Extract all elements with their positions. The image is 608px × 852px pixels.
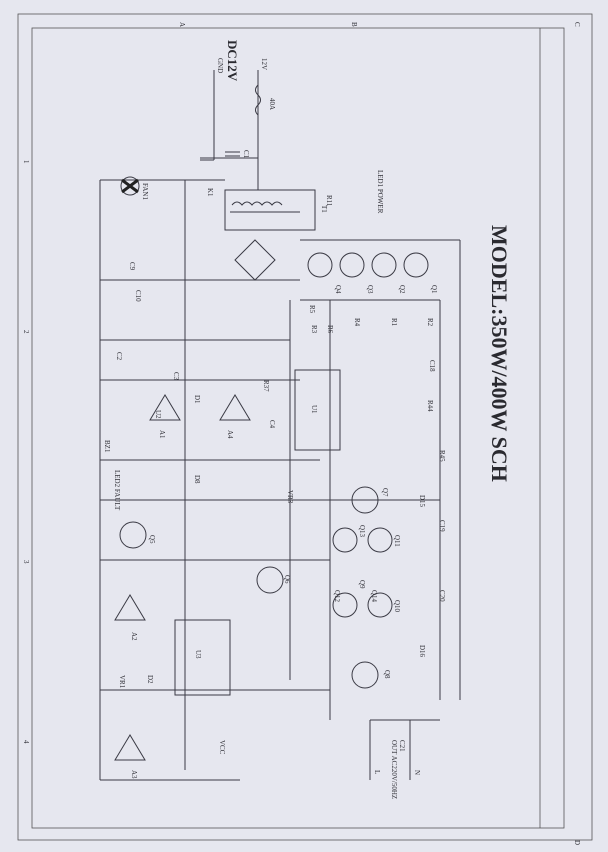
r11-label: R11 <box>325 195 333 207</box>
r6-label: R6 <box>326 325 334 334</box>
c1-label: C1 <box>242 150 250 159</box>
mosfet-bank <box>300 239 461 700</box>
fan-icon <box>120 176 140 196</box>
fan-label: FAN1 <box>141 183 149 200</box>
c10-label: C10 <box>134 290 142 302</box>
q6-label: Q6 <box>283 575 291 584</box>
0-label: 1 <box>22 160 30 164</box>
q11-label: Q11 <box>393 535 401 547</box>
d1-label: D1 <box>193 395 201 404</box>
q3-label: Q3 <box>366 285 374 294</box>
pos-terminal-label: 12V <box>260 58 268 70</box>
transistors <box>119 486 393 689</box>
vr3-label: VR3 <box>286 490 294 504</box>
q10-label: Q10 <box>393 600 401 613</box>
r2-label: R2 <box>426 318 434 327</box>
c20-label: C20 <box>438 590 446 602</box>
transformer-label: T1 <box>320 205 328 213</box>
q12-label: Q12 <box>333 590 341 603</box>
1-label: 2 <box>22 330 30 334</box>
c3-label: C3 <box>172 372 180 381</box>
c19-label: C19 <box>438 520 446 532</box>
ic-u3 <box>174 619 231 696</box>
ic-u1 <box>294 369 341 451</box>
switch-label: K1 <box>206 188 214 197</box>
outer-border <box>17 13 593 841</box>
c18-label: C18 <box>428 360 436 372</box>
q5-label: Q5 <box>148 535 156 544</box>
1-label: B <box>350 22 358 27</box>
terminal-l-label: L <box>373 770 381 774</box>
neg-terminal-label: GND <box>216 58 224 73</box>
q7-label: Q7 <box>381 488 389 497</box>
q9-label: Q9 <box>358 580 366 589</box>
u2-label: U2 <box>154 410 162 419</box>
bz-label: BZ1 <box>103 440 111 453</box>
transformer-t1 <box>224 189 316 231</box>
power-input <box>200 70 261 190</box>
q2-label: Q2 <box>398 285 406 294</box>
u3-label: U3 <box>194 650 202 659</box>
r1-label: R1 <box>390 318 398 327</box>
q1-label: Q1 <box>430 285 438 294</box>
c9-label: C9 <box>128 262 136 271</box>
r44-label: R44 <box>426 400 434 412</box>
q13-label: Q13 <box>358 525 366 538</box>
led1-label: LED1 POWER <box>376 170 384 214</box>
r37-label: R37 <box>262 380 270 392</box>
label-label: OUT AC220V/50HZ <box>390 740 398 799</box>
vr1-label: VR1 <box>118 675 126 689</box>
r4-label: R4 <box>353 318 361 327</box>
c21-label: C21 <box>398 740 406 752</box>
r3-label: R3 <box>310 325 318 334</box>
d2-label: D2 <box>146 675 154 684</box>
d16-label: D16 <box>418 645 426 658</box>
inner-border <box>31 27 565 829</box>
a3-label: A3 <box>130 770 138 779</box>
q14-label: Q14 <box>370 590 378 603</box>
2-label: C <box>573 22 581 27</box>
q4-label: Q4 <box>334 285 342 294</box>
fan-blades-icon <box>121 178 139 194</box>
led2-label: LED2 FAULT <box>113 470 121 511</box>
0-label: A <box>178 22 186 27</box>
input-voltage-label: DC12V <box>225 40 240 82</box>
terminal-n-label: N <box>413 770 421 775</box>
a4-label: A4 <box>226 430 234 439</box>
q8-label: Q8 <box>383 670 391 679</box>
3-label: D <box>573 840 581 845</box>
op-amps <box>114 394 251 761</box>
r5-label: R5 <box>308 305 316 314</box>
fuse-label: 40A <box>268 98 276 110</box>
2-label: 3 <box>22 560 30 564</box>
u1-label: U1 <box>310 405 318 414</box>
a1-label: A1 <box>158 430 166 439</box>
a2-label: A2 <box>130 632 138 641</box>
bridge-rectifier <box>234 239 276 281</box>
vcc-label: VCC <box>218 740 226 755</box>
c2-label: C2 <box>115 352 123 361</box>
schematic-title: MODEL:350W/400W SCH <box>487 225 512 482</box>
3-label: 4 <box>22 740 30 744</box>
c4-label: C4 <box>268 420 276 429</box>
d8-label: D8 <box>193 475 201 484</box>
wires <box>99 179 441 781</box>
d15-label: D15 <box>418 495 426 508</box>
r45-label: R45 <box>438 450 446 462</box>
